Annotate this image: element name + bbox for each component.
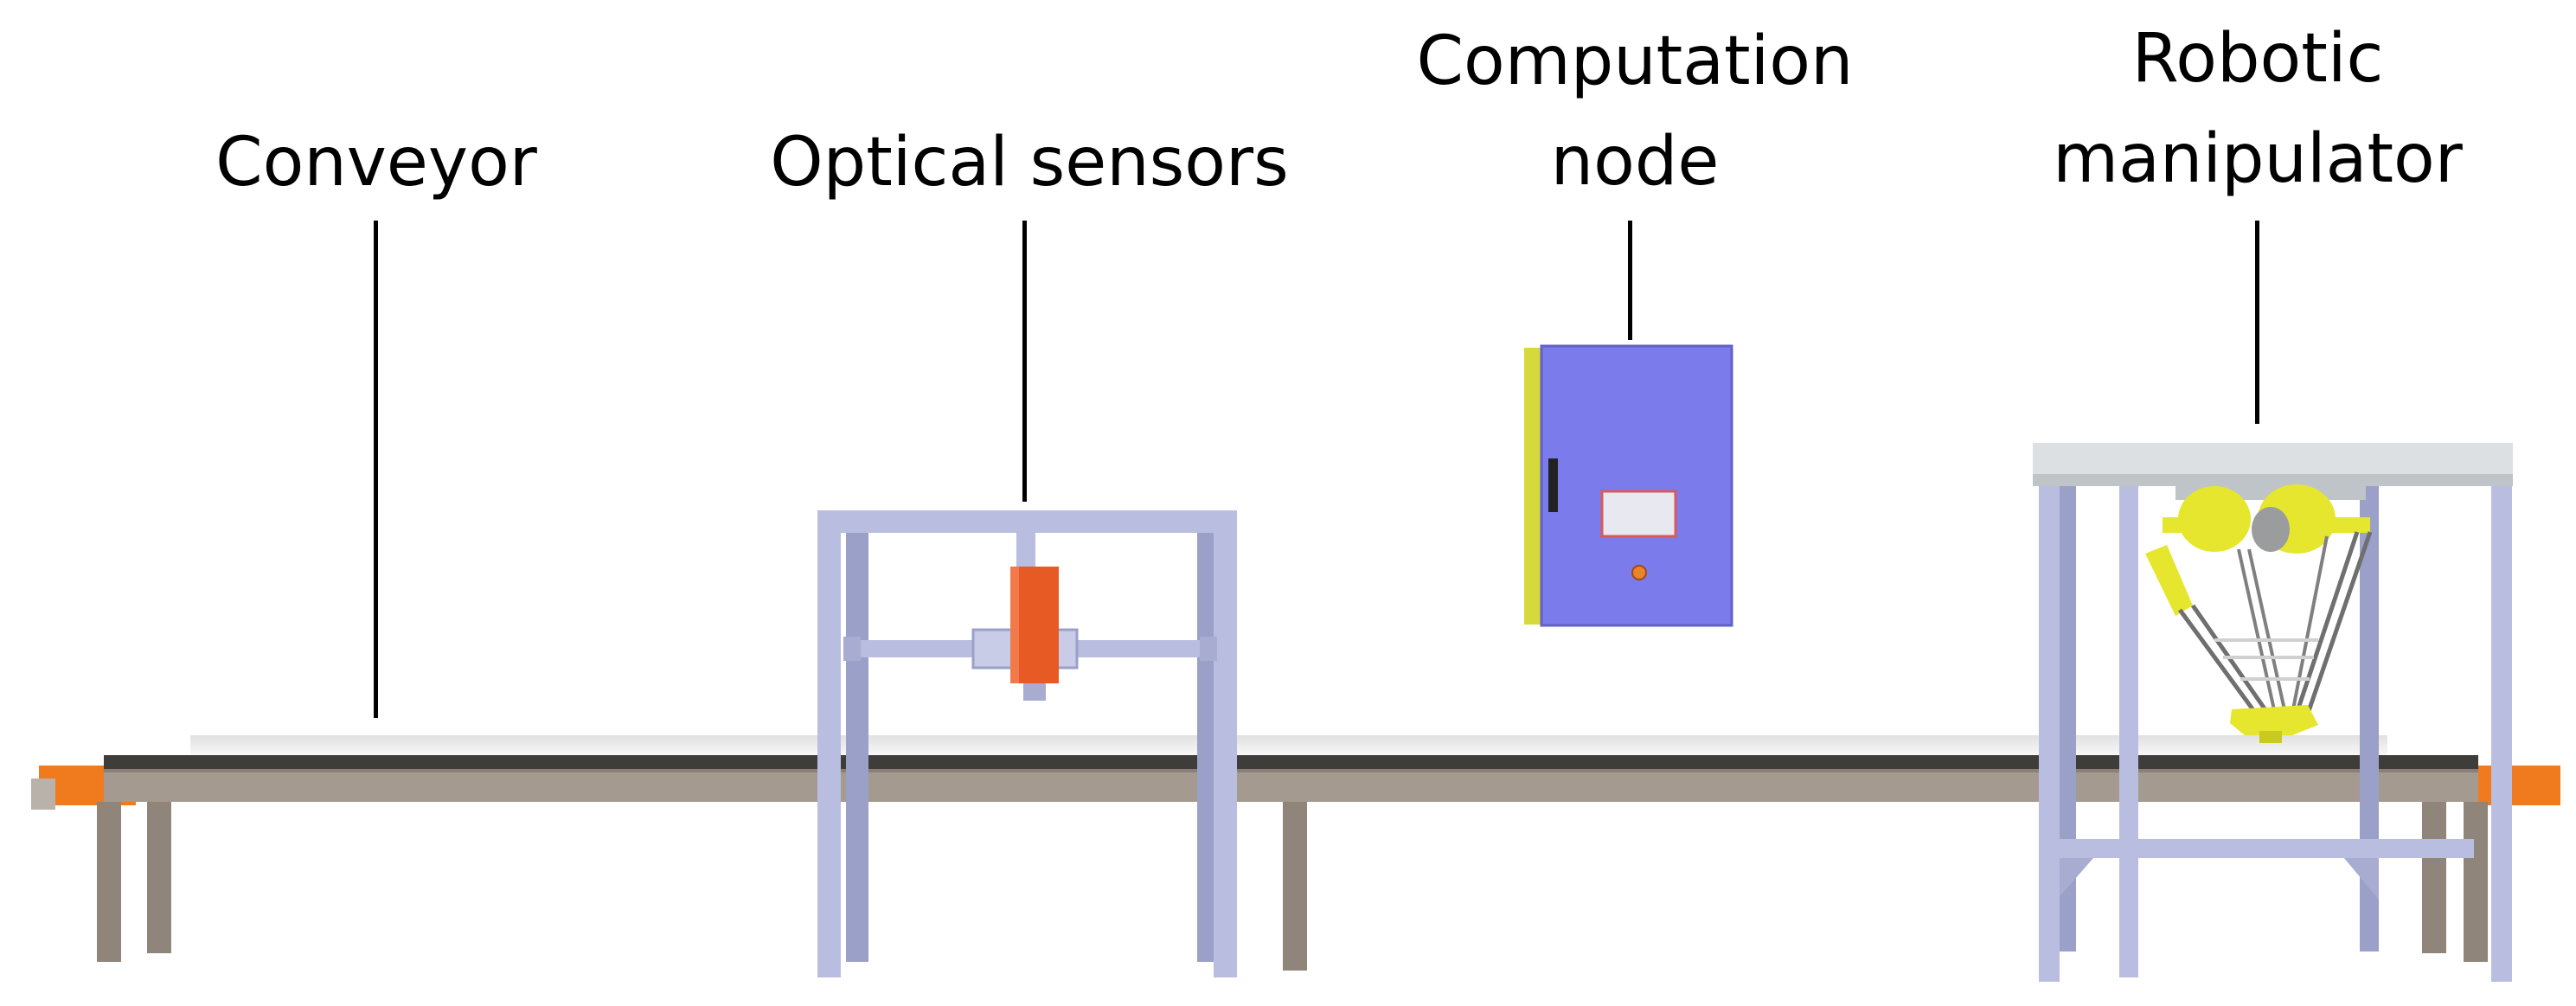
cabinet-door-edge bbox=[1540, 344, 1733, 627]
robot-frame-lower-bar bbox=[2043, 839, 2474, 858]
delta-robot-end-effector bbox=[2230, 705, 2318, 735]
optical-sensor-gantry bbox=[817, 510, 1237, 977]
delta-robot-rod bbox=[2247, 548, 2287, 714]
optical-sensor-highlight bbox=[1010, 567, 1019, 683]
robot-frame-roof-edge bbox=[2033, 474, 2513, 486]
robot-frame-back-leg bbox=[2360, 484, 2379, 952]
delta-robot-gripper bbox=[2259, 731, 2282, 743]
delta-robot-upper-arm bbox=[2163, 517, 2197, 533]
conveyor-leader-line bbox=[374, 221, 378, 718]
optical-sensor-lens bbox=[1023, 683, 1046, 701]
gantry-front-leg bbox=[1214, 510, 1237, 977]
cabinet-emergency-button bbox=[1631, 565, 1647, 580]
cabinet-door bbox=[1541, 346, 1732, 625]
robotic-manipulator-label-line-1: Robotic bbox=[2131, 20, 2384, 98]
optical-sensors-label: Optical sensors bbox=[727, 112, 1332, 213]
delta-robot-rod bbox=[2237, 548, 2277, 714]
delta-robot-rod bbox=[2190, 604, 2271, 715]
conveyor-belt-edge bbox=[104, 769, 2478, 772]
conveyor-label-text: Conveyor bbox=[215, 124, 537, 202]
delta-robot-rod bbox=[2305, 531, 2373, 714]
conveyor-leg bbox=[2422, 802, 2446, 953]
computation-node-label-line-2: node bbox=[1550, 123, 1720, 201]
robot-station bbox=[2033, 443, 2513, 982]
gantry-front-leg bbox=[817, 510, 841, 977]
conveyor-belt-top bbox=[104, 755, 2478, 769]
robot-frame-roof bbox=[2033, 443, 2513, 477]
optical-sensors-label-text: Optical sensors bbox=[770, 124, 1289, 202]
robot-frame-mid-leg bbox=[2119, 484, 2138, 977]
delta-robot-motor bbox=[2178, 486, 2251, 552]
computation-node-leader-line bbox=[1628, 221, 1632, 340]
sensor-cross-bar-end bbox=[843, 637, 861, 661]
gantry-back-leg bbox=[846, 529, 868, 962]
conveyor-label: Conveyor bbox=[199, 112, 554, 213]
computation-node-label-line-1: Computation bbox=[1416, 22, 1854, 100]
robot-frame-front-leg bbox=[2039, 484, 2060, 982]
gantry-top-beam bbox=[817, 510, 1237, 533]
computation-node-label: Computation node bbox=[1367, 11, 1903, 212]
conveyor-right-end-cap bbox=[2465, 766, 2560, 805]
conveyor-belt-side bbox=[104, 769, 2478, 802]
conveyor bbox=[31, 755, 2560, 971]
conveyor-left-roller bbox=[31, 779, 55, 810]
sensor-cross-bar-end bbox=[1200, 637, 1217, 661]
delta-robot bbox=[2145, 484, 2373, 743]
delta-robot-upper-arm bbox=[2325, 517, 2370, 533]
cabinet-side-panel bbox=[1524, 348, 1543, 625]
delta-robot-rod bbox=[2291, 535, 2329, 714]
delta-robot-rod bbox=[2294, 531, 2360, 714]
robotic-manipulator-label-line-2: manipulator bbox=[2053, 120, 2463, 198]
robot-frame-front-leg bbox=[2491, 484, 2512, 982]
delta-robot-rod bbox=[2177, 608, 2259, 715]
conveyor-leg bbox=[2464, 802, 2488, 962]
optical-sensors-leader-line bbox=[1022, 221, 1027, 502]
robot-frame-brace bbox=[2057, 858, 2093, 900]
conveyor-leg bbox=[1283, 802, 1307, 971]
cabinet-handle bbox=[1548, 458, 1558, 512]
delta-robot-upper-arm bbox=[2145, 545, 2193, 616]
robotic-manipulator-leader-line bbox=[2255, 221, 2259, 424]
robotic-manipulator-label: Robotic manipulator bbox=[2007, 9, 2509, 209]
robot-frame-brace bbox=[2344, 858, 2379, 900]
robot-frame-back-leg bbox=[2057, 484, 2076, 952]
conveyor-leg bbox=[97, 802, 121, 962]
conveyor-leg bbox=[147, 802, 171, 953]
cabinet-display bbox=[1600, 490, 1677, 538]
delta-robot-motor-cap bbox=[2252, 507, 2290, 552]
computation-node-cabinet bbox=[1524, 344, 1733, 627]
